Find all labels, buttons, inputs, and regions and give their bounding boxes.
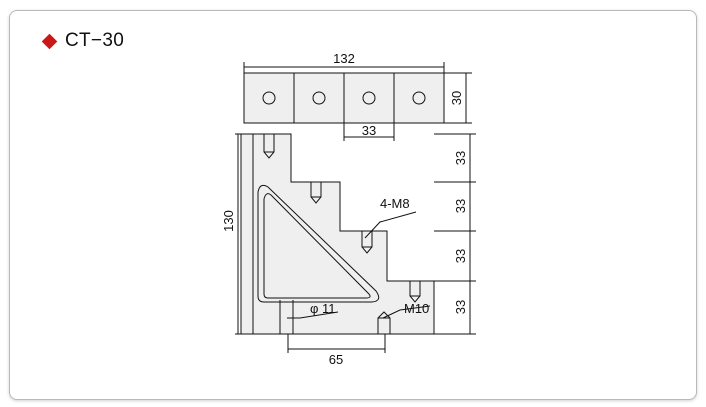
top-hole-1 <box>262 91 276 105</box>
leader-phi-11 <box>287 311 339 319</box>
dim-label-hole-pitch: 33 <box>362 123 376 138</box>
top-hole-4 <box>412 91 426 105</box>
dim-top-height <box>444 72 472 124</box>
bottom-through-hole <box>279 300 294 334</box>
dim-label-step-3: 33 <box>453 249 468 263</box>
step-hole-1 <box>263 134 275 159</box>
dim-steps-right <box>434 133 476 335</box>
diagram-title: CT−30 <box>41 28 125 54</box>
callout-phi-11: φ 11 <box>310 301 336 316</box>
dim-label-top-height: 30 <box>449 91 464 105</box>
dim-label-overall-height: 130 <box>221 210 236 232</box>
dim-overall-height <box>235 133 241 335</box>
step-hole-4 <box>409 281 421 303</box>
dim-hole-pitch <box>343 123 395 141</box>
dim-base-width <box>287 334 386 353</box>
top-hole-3 <box>362 91 376 105</box>
step-hole-2 <box>310 182 322 204</box>
dim-label-step-2: 33 <box>453 199 468 213</box>
leader-m10 <box>382 305 431 319</box>
model-name: CT−30 <box>65 30 125 51</box>
dim-label-top-width: 132 <box>333 51 355 66</box>
dim-top-width <box>243 62 445 73</box>
dim-label-step-4: 33 <box>453 300 468 314</box>
callout-m10: M10 <box>404 301 429 316</box>
callout-4-m8: 4-M8 <box>380 196 410 211</box>
top-view <box>243 72 445 124</box>
front-view-body <box>240 133 435 335</box>
triangle-cutout <box>257 184 380 303</box>
step-hole-3 <box>361 231 373 254</box>
top-hole-2 <box>312 91 326 105</box>
leader-4-m8 <box>364 211 417 239</box>
dim-label-step-1: 33 <box>453 151 468 165</box>
dim-label-base-width: 65 <box>329 352 343 367</box>
